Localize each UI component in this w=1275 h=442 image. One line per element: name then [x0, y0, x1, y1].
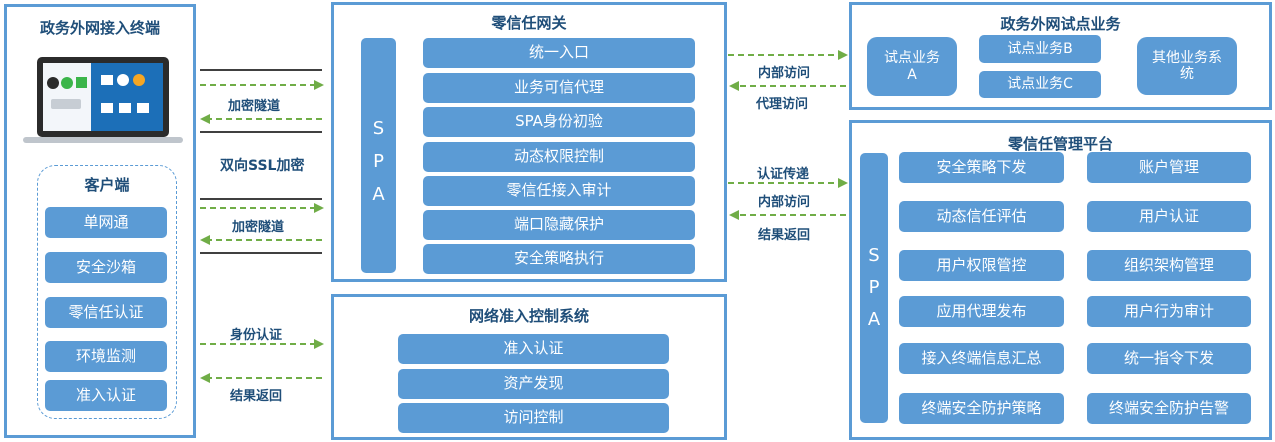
gateway-item-port-hiding: 端口隐藏保护 — [423, 210, 695, 240]
label-internal-1: 内部访问 — [758, 66, 811, 81]
label-ssl: 双向SSL加密 — [220, 158, 305, 174]
client-item-sandbox: 安全沙箱 — [45, 252, 167, 283]
mgmt-item-app-proxy: 应用代理发布 — [899, 296, 1064, 327]
client-item-env-monitor: 环境监测 — [45, 341, 167, 372]
mgmt-item-command-dispatch: 统一指令下发 — [1087, 343, 1251, 374]
label-result-left: 结果返回 — [230, 389, 283, 404]
wechat-icon — [61, 77, 73, 89]
pilot-item-other: 其他业务系 统 — [1137, 37, 1237, 95]
label-internal-2: 内部访问 — [758, 195, 811, 210]
pilot-item-b: 试点业务B — [979, 35, 1101, 63]
gateway-item-spa-verify: SPA身份初验 — [423, 107, 695, 137]
gateway-item-dynamic-permission: 动态权限控制 — [423, 142, 695, 172]
client-title: 客户端 — [84, 176, 130, 194]
mgmt-item-org-mgmt: 组织架构管理 — [1087, 250, 1251, 281]
client-item-nac-auth: 准入认证 — [45, 380, 167, 411]
terminal-title: 政务外网接入终端 — [39, 19, 160, 37]
terminal-panel: 政务外网接入终端 客户端 单网通 安全沙箱 零信任认证 环境监测 准入认证 — [4, 4, 196, 438]
browser-icon — [133, 74, 145, 86]
gateway-title: 零信任网关 — [491, 14, 567, 32]
nac-item-asset-discovery: 资产发现 — [398, 369, 669, 399]
mgmt-spa-s: S — [868, 245, 880, 266]
label-tunnel-2: 加密隧道 — [232, 220, 285, 235]
gateway-spa-bar: S P A — [361, 38, 396, 273]
mgmt-item-terminal-strategy: 终端安全防护策略 — [899, 393, 1064, 424]
mgmt-title: 零信任管理平台 — [1007, 135, 1113, 153]
nac-title: 网络准入控制系统 — [468, 307, 589, 325]
mgmt-spa-bar: S P A — [860, 153, 888, 423]
mgmt-item-terminal-alert: 终端安全防护告警 — [1087, 393, 1251, 424]
label-identity-auth: 身份认证 — [230, 328, 283, 343]
gateway-spa-s: S — [372, 118, 385, 139]
gateway-item-trusted-proxy: 业务可信代理 — [423, 73, 695, 103]
gateway-spa-p: P — [373, 151, 384, 172]
mgmt-spa-p: P — [868, 277, 880, 298]
laptop-icon — [23, 57, 183, 143]
pilot-title: 政务外网试点业务 — [1000, 15, 1121, 33]
label-proxy-access: 代理访问 — [756, 97, 809, 112]
label-result-right: 结果返回 — [758, 228, 811, 243]
client-item-sim: 单网通 — [45, 207, 167, 238]
mgmt-item-account-mgmt: 账户管理 — [1087, 152, 1251, 183]
qq-icon — [47, 77, 59, 89]
label-tunnel-1: 加密隧道 — [228, 99, 281, 114]
mgmt-spa-a: A — [867, 309, 881, 330]
pilot-item-a: 试点业务 A — [867, 37, 957, 96]
mail-icon — [101, 75, 113, 85]
mgmt-item-terminal-info: 接入终端信息汇总 — [899, 343, 1064, 374]
label-auth-pass: 认证传递 — [757, 167, 810, 182]
mgmt-item-permission-mgmt: 用户权限管控 — [899, 250, 1064, 281]
pilot-item-c: 试点业务C — [979, 71, 1101, 98]
gateway-item-unified-entry: 统一入口 — [423, 38, 695, 68]
mgmt-item-user-auth: 用户认证 — [1087, 201, 1251, 232]
mgmt-item-behavior-audit: 用户行为审计 — [1087, 296, 1251, 327]
client-item-zt-auth: 零信任认证 — [45, 297, 167, 328]
gateway-item-access-audit: 零信任接入审计 — [423, 176, 695, 206]
gateway-spa-a: A — [372, 184, 385, 205]
gateway-item-policy-enforce: 安全策略执行 — [423, 244, 695, 274]
mgmt-item-trust-eval: 动态信任评估 — [899, 201, 1064, 232]
mgmt-item-policy-dispatch: 安全策略下发 — [899, 152, 1064, 183]
nac-item-access-control: 访问控制 — [398, 403, 669, 433]
client-group: 客户端 — [37, 165, 177, 419]
nac-item-admission-auth: 准入认证 — [398, 334, 669, 364]
